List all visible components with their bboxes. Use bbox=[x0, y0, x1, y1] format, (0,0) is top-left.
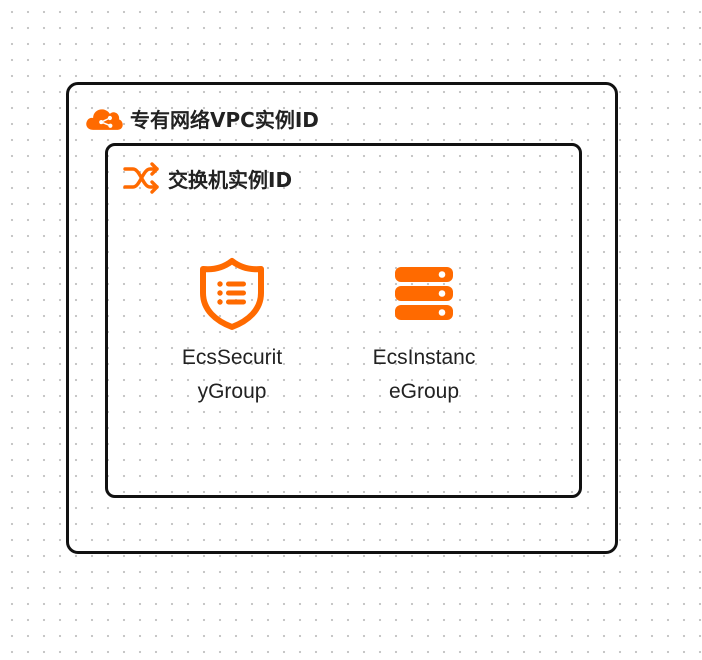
shield-list-icon bbox=[197, 257, 267, 331]
vpc-group-header: 专有网络VPC实例ID bbox=[84, 100, 319, 136]
vpc-group-container[interactable] bbox=[66, 82, 618, 554]
vswitch-group-container[interactable] bbox=[105, 143, 582, 498]
ecs-security-group-node[interactable]: EcsSecurit yGroup bbox=[157, 257, 307, 409]
vswitch-group-label: 交换机实例ID bbox=[168, 167, 293, 192]
server-stack-icon bbox=[389, 257, 459, 331]
vswitch-group-header: 交换机实例ID bbox=[122, 160, 292, 196]
ecs-security-group-label-line2: yGroup bbox=[197, 380, 267, 403]
ecs-security-group-label-line1: EcsSecurit bbox=[181, 346, 283, 369]
vpc-group-label: 专有网络VPC实例ID bbox=[130, 107, 319, 132]
ecs-instance-group-label-line1: EcsInstanc bbox=[372, 346, 476, 369]
ecs-security-group-label: EcsSecurit yGroup bbox=[182, 341, 282, 409]
ecs-instance-group-label-line2: eGroup bbox=[388, 380, 460, 403]
ecs-instance-group-node[interactable]: EcsInstanc eGroup bbox=[349, 257, 499, 409]
shuffle-icon bbox=[122, 160, 162, 196]
ecs-instance-group-label: EcsInstanc eGroup bbox=[373, 341, 476, 409]
cloud-icon bbox=[84, 100, 124, 136]
